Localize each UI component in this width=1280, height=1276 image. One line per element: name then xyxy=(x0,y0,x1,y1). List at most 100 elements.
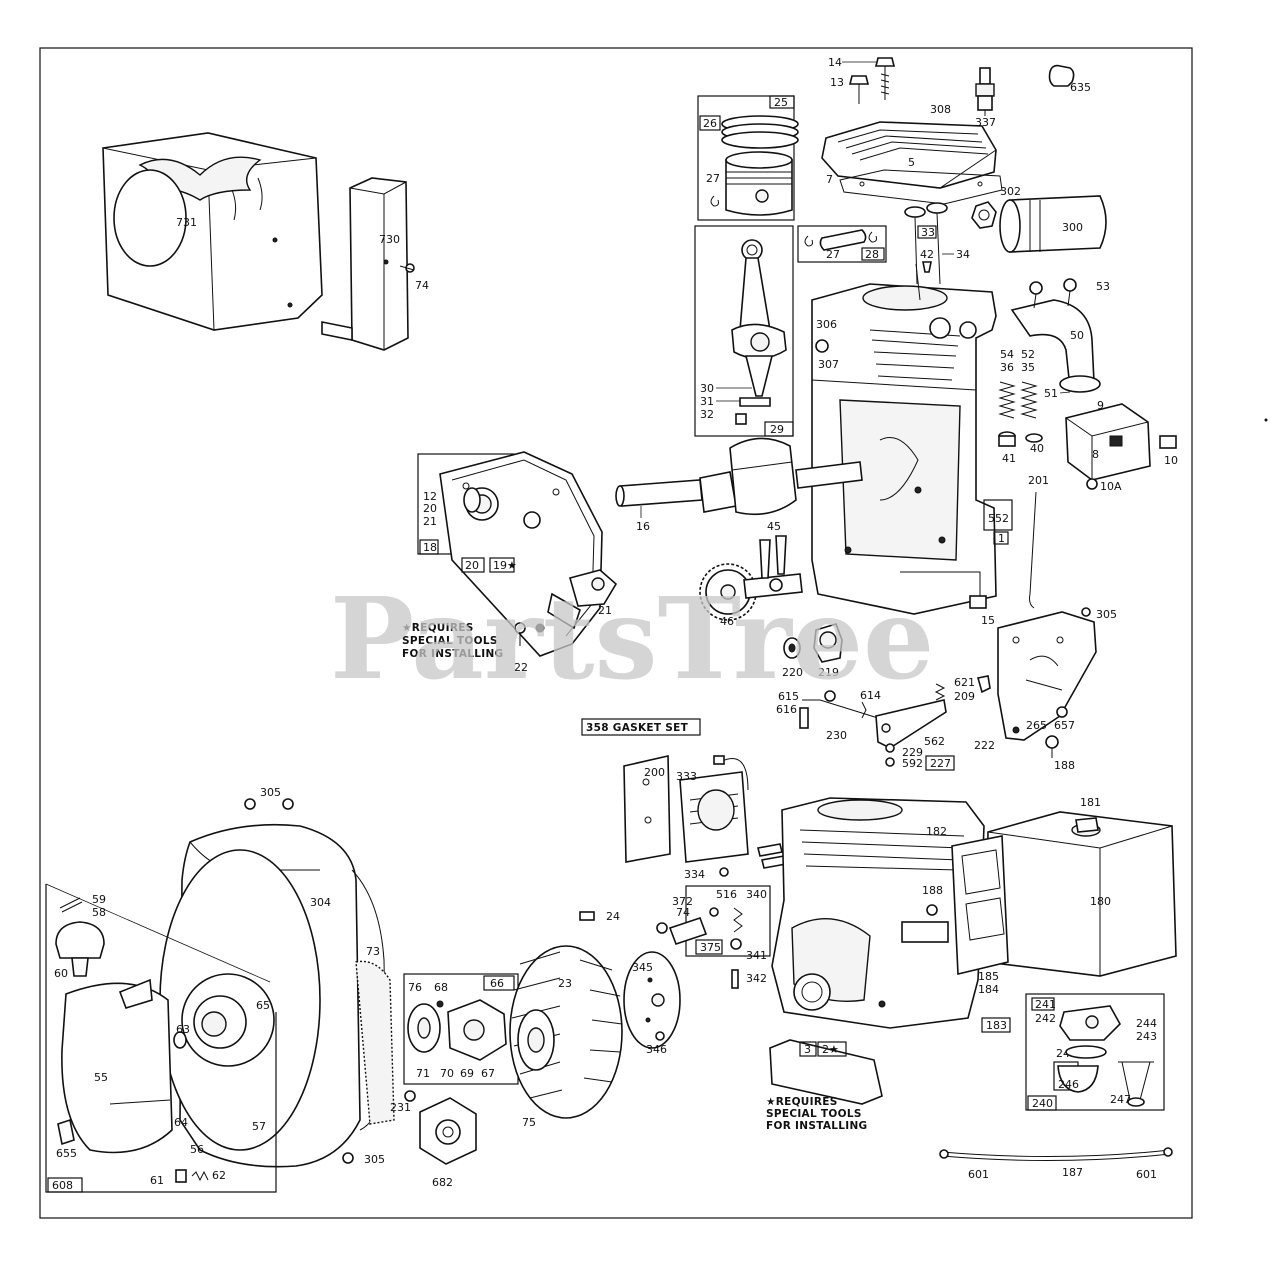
screws-305-top[interactable] xyxy=(244,798,294,810)
callout-71: 71 xyxy=(416,1067,430,1080)
pawl-61[interactable] xyxy=(175,1169,187,1183)
ball-68[interactable] xyxy=(436,1000,444,1008)
carburetor-243[interactable] xyxy=(1059,1005,1121,1041)
washer-592[interactable] xyxy=(885,757,895,767)
rod-screw-32[interactable] xyxy=(735,413,747,425)
drain-plug-15[interactable] xyxy=(969,595,987,609)
washer-516[interactable] xyxy=(709,907,719,917)
screw-188-a[interactable] xyxy=(1045,735,1059,758)
handle-60[interactable] xyxy=(55,921,105,977)
cylinder-block-552[interactable] xyxy=(811,263,997,615)
screw-54[interactable] xyxy=(1029,281,1043,309)
screw-10a[interactable] xyxy=(1086,478,1098,490)
magneto-armature-333[interactable] xyxy=(679,755,749,863)
screw-341[interactable] xyxy=(730,938,742,950)
retainer-40[interactable] xyxy=(1025,433,1043,443)
shroud-bracket-730[interactable] xyxy=(321,177,409,351)
spark-plug-337[interactable] xyxy=(975,67,995,116)
washer-229[interactable] xyxy=(885,743,895,753)
pin-342[interactable] xyxy=(731,969,739,989)
clutch-housing-69[interactable] xyxy=(447,999,507,1061)
pin-lock-27-b[interactable] xyxy=(804,235,813,247)
flywheel-plate-345[interactable] xyxy=(623,951,681,1049)
screw-53[interactable] xyxy=(1063,278,1077,307)
diaphragm-245[interactable] xyxy=(1065,1045,1107,1059)
piston-pin-28[interactable] xyxy=(819,229,867,251)
throttle-link-616[interactable] xyxy=(799,699,879,729)
governor-gear-219[interactable] xyxy=(813,623,843,663)
breather-plug-307[interactable] xyxy=(815,339,829,353)
muffler-300[interactable] xyxy=(999,195,1107,253)
head-bolt-13[interactable] xyxy=(848,75,870,104)
rope-guide-655[interactable] xyxy=(57,1118,75,1146)
screw-22[interactable] xyxy=(514,622,526,646)
starter-housing-55[interactable] xyxy=(61,978,173,1154)
governor-rod-21[interactable] xyxy=(547,569,618,630)
head-gasket-7[interactable] xyxy=(839,169,1003,205)
clip-621[interactable] xyxy=(976,675,991,694)
crankshaft-16[interactable] xyxy=(615,437,863,516)
cylinder-head-308[interactable] xyxy=(821,121,997,189)
flywheel-23[interactable] xyxy=(509,945,623,1119)
ignition-bracket-200[interactable] xyxy=(623,755,671,863)
bearing-plate-682[interactable] xyxy=(419,1097,477,1165)
screw-657[interactable] xyxy=(1056,706,1068,718)
screw-188-b[interactable] xyxy=(926,904,938,916)
fuel-pipe-247[interactable] xyxy=(1118,1061,1154,1107)
camshaft-gear-46[interactable] xyxy=(699,563,803,621)
starter-rope-59[interactable] xyxy=(59,897,83,913)
valve-34[interactable] xyxy=(926,202,948,285)
screw-346[interactable] xyxy=(655,1031,665,1041)
callout-601-b: 601 xyxy=(1136,1168,1157,1181)
callout-730: 730 xyxy=(379,233,400,246)
piston-pin-lock-27[interactable] xyxy=(710,195,719,207)
muffler-nut-302[interactable] xyxy=(971,201,997,229)
valve-spring-35[interactable] xyxy=(1020,381,1038,419)
connecting-rod-30[interactable] xyxy=(731,239,787,397)
washer-220[interactable] xyxy=(783,637,801,659)
breather-tube-10[interactable] xyxy=(1159,435,1177,449)
callout-67: 67 xyxy=(481,1067,495,1080)
bushing-615[interactable] xyxy=(824,690,836,702)
governor-link-201[interactable] xyxy=(1029,491,1037,609)
spring-63[interactable] xyxy=(173,1031,187,1049)
spring-614[interactable] xyxy=(861,701,867,719)
screw-334[interactable] xyxy=(719,867,729,877)
screw-305-bracket[interactable] xyxy=(1081,607,1091,617)
valve-33[interactable] xyxy=(904,206,926,285)
piston-rings-26[interactable] xyxy=(721,115,799,149)
spring-209[interactable] xyxy=(934,683,946,701)
screw-305-bottom[interactable] xyxy=(342,1152,354,1164)
control-bracket-222[interactable] xyxy=(997,611,1097,741)
spring-62[interactable] xyxy=(191,1170,209,1182)
fuel-line-187[interactable] xyxy=(939,1147,1173,1162)
fuel-cap-181[interactable] xyxy=(1075,817,1099,833)
air-cleaner-183[interactable] xyxy=(951,835,1009,976)
breather-assembly-8[interactable] xyxy=(1065,403,1151,481)
governor-lever-562[interactable] xyxy=(875,699,947,749)
fuel-bowl-246[interactable] xyxy=(1057,1065,1099,1093)
stop-switch-372[interactable] xyxy=(656,916,708,946)
valve-spring-36[interactable] xyxy=(998,381,1016,419)
tappet-41[interactable] xyxy=(998,431,1016,447)
cylinder-block-182[interactable] xyxy=(769,797,985,1105)
spring-340[interactable] xyxy=(733,907,743,933)
screw-74-shroud[interactable] xyxy=(399,263,415,273)
callout-50: 50 xyxy=(1070,329,1084,342)
flywheel-key-24[interactable] xyxy=(579,911,595,921)
pin-lock-27-c[interactable] xyxy=(868,231,877,243)
screw-231[interactable] xyxy=(404,1090,416,1102)
clutch-cover-76[interactable] xyxy=(407,1003,441,1053)
piston-25[interactable] xyxy=(725,151,793,216)
spark-plug-cover-635[interactable] xyxy=(1048,64,1075,87)
fuel-tank-180[interactable] xyxy=(985,811,1177,977)
head-bolt-14[interactable] xyxy=(874,57,896,100)
blower-shroud-731[interactable] xyxy=(102,132,323,331)
oil-seal-20[interactable] xyxy=(463,487,481,513)
rod-lock-31[interactable] xyxy=(739,397,771,407)
tappets-45[interactable] xyxy=(759,535,787,579)
valve-key-42[interactable] xyxy=(922,261,932,273)
blower-housing-304[interactable] xyxy=(159,823,395,1168)
clips-729[interactable] xyxy=(757,843,787,869)
intake-elbow-50[interactable] xyxy=(1010,299,1101,393)
